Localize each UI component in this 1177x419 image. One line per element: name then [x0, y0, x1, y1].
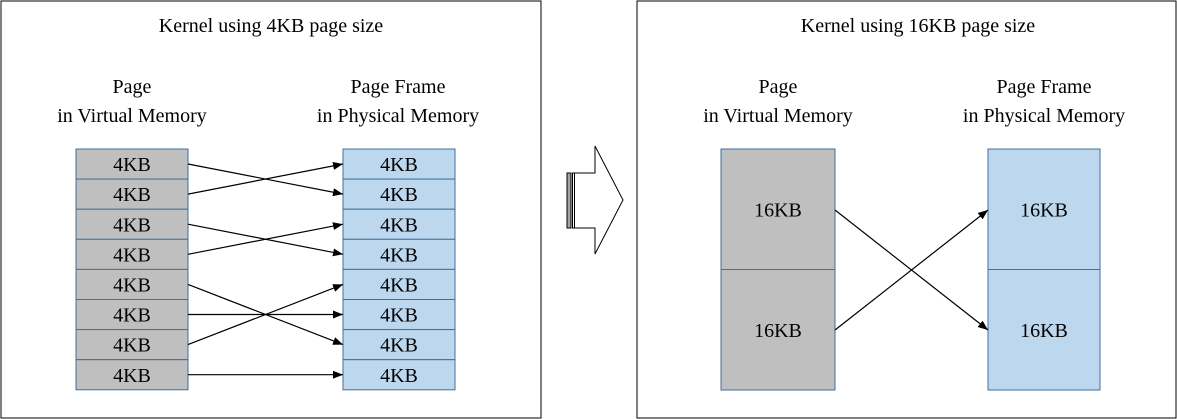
left-physical-frame-label: 4KB: [380, 274, 418, 296]
left-virtual-page-label: 4KB: [113, 184, 151, 206]
left-virtual-page-label: 4KB: [113, 244, 151, 266]
right-physical-frame-label: 16KB: [1020, 199, 1068, 221]
right-virtual-page-label: 16KB: [754, 320, 802, 342]
right-physical-header-line1: Page Frame: [997, 76, 1092, 98]
left-virtual-page: [75, 359, 189, 391]
right-physical-frame-label: 16KB: [1020, 320, 1068, 342]
left-virtual-header-line2: in Virtual Memory: [57, 105, 207, 127]
right-virtual-page: [720, 269, 836, 391]
right-physical-header-line2: in Physical Memory: [963, 105, 1125, 127]
right-virtual-page: [720, 148, 836, 270]
right-virtual-header-line1: Page: [759, 76, 798, 98]
left-physical-frame-label: 4KB: [380, 154, 418, 176]
right-virtual-header-line2: in Virtual Memory: [703, 105, 853, 127]
left-virtual-page-label: 4KB: [113, 214, 151, 236]
left-physical-frame-label: 4KB: [380, 305, 418, 327]
left-virtual-page: [75, 299, 189, 331]
left-physical-frame-label: 4KB: [380, 244, 418, 266]
mapping-arrow: [187, 283, 344, 346]
left-physical-frame-label: 4KB: [380, 365, 418, 387]
left-physical-frame-label: 4KB: [380, 184, 418, 206]
left-physical-header-line2: in Physical Memory: [317, 105, 479, 127]
mapping-arrow: [834, 209, 989, 331]
left-virtual-page-label: 4KB: [113, 365, 151, 387]
left-physical-frame: [342, 329, 456, 361]
mapping-arrow: [187, 222, 344, 255]
left-physical-frame-label: 4KB: [380, 335, 418, 357]
left-physical-frame: [342, 178, 456, 210]
left-virtual-page-label: 4KB: [113, 274, 151, 296]
left-virtual-page-label: 4KB: [113, 154, 151, 176]
left-virtual-page-label: 4KB: [113, 305, 151, 327]
right-virtual-page-label: 16KB: [754, 199, 802, 221]
mapping-arrow: [187, 161, 344, 195]
left-physical-frame: [342, 148, 456, 180]
left-virtual-header-line1: Page: [113, 76, 152, 98]
left-physical-header-line1: Page Frame: [351, 76, 446, 98]
left-virtual-page: [75, 178, 189, 210]
left-virtual-page-label: 4KB: [113, 335, 151, 357]
right-physical-frame: [987, 148, 1101, 270]
left-virtual-page: [75, 148, 189, 180]
left-panel-title: Kernel using 4KB page size: [159, 15, 384, 37]
left-physical-frame: [342, 238, 456, 270]
left-physical-frame-label: 4KB: [380, 214, 418, 236]
left-virtual-page: [75, 238, 189, 270]
right-panel-title: Kernel using 16KB page size: [801, 15, 1036, 37]
transition-arrow-icon: [566, 145, 624, 255]
right-physical-frame: [987, 269, 1101, 391]
